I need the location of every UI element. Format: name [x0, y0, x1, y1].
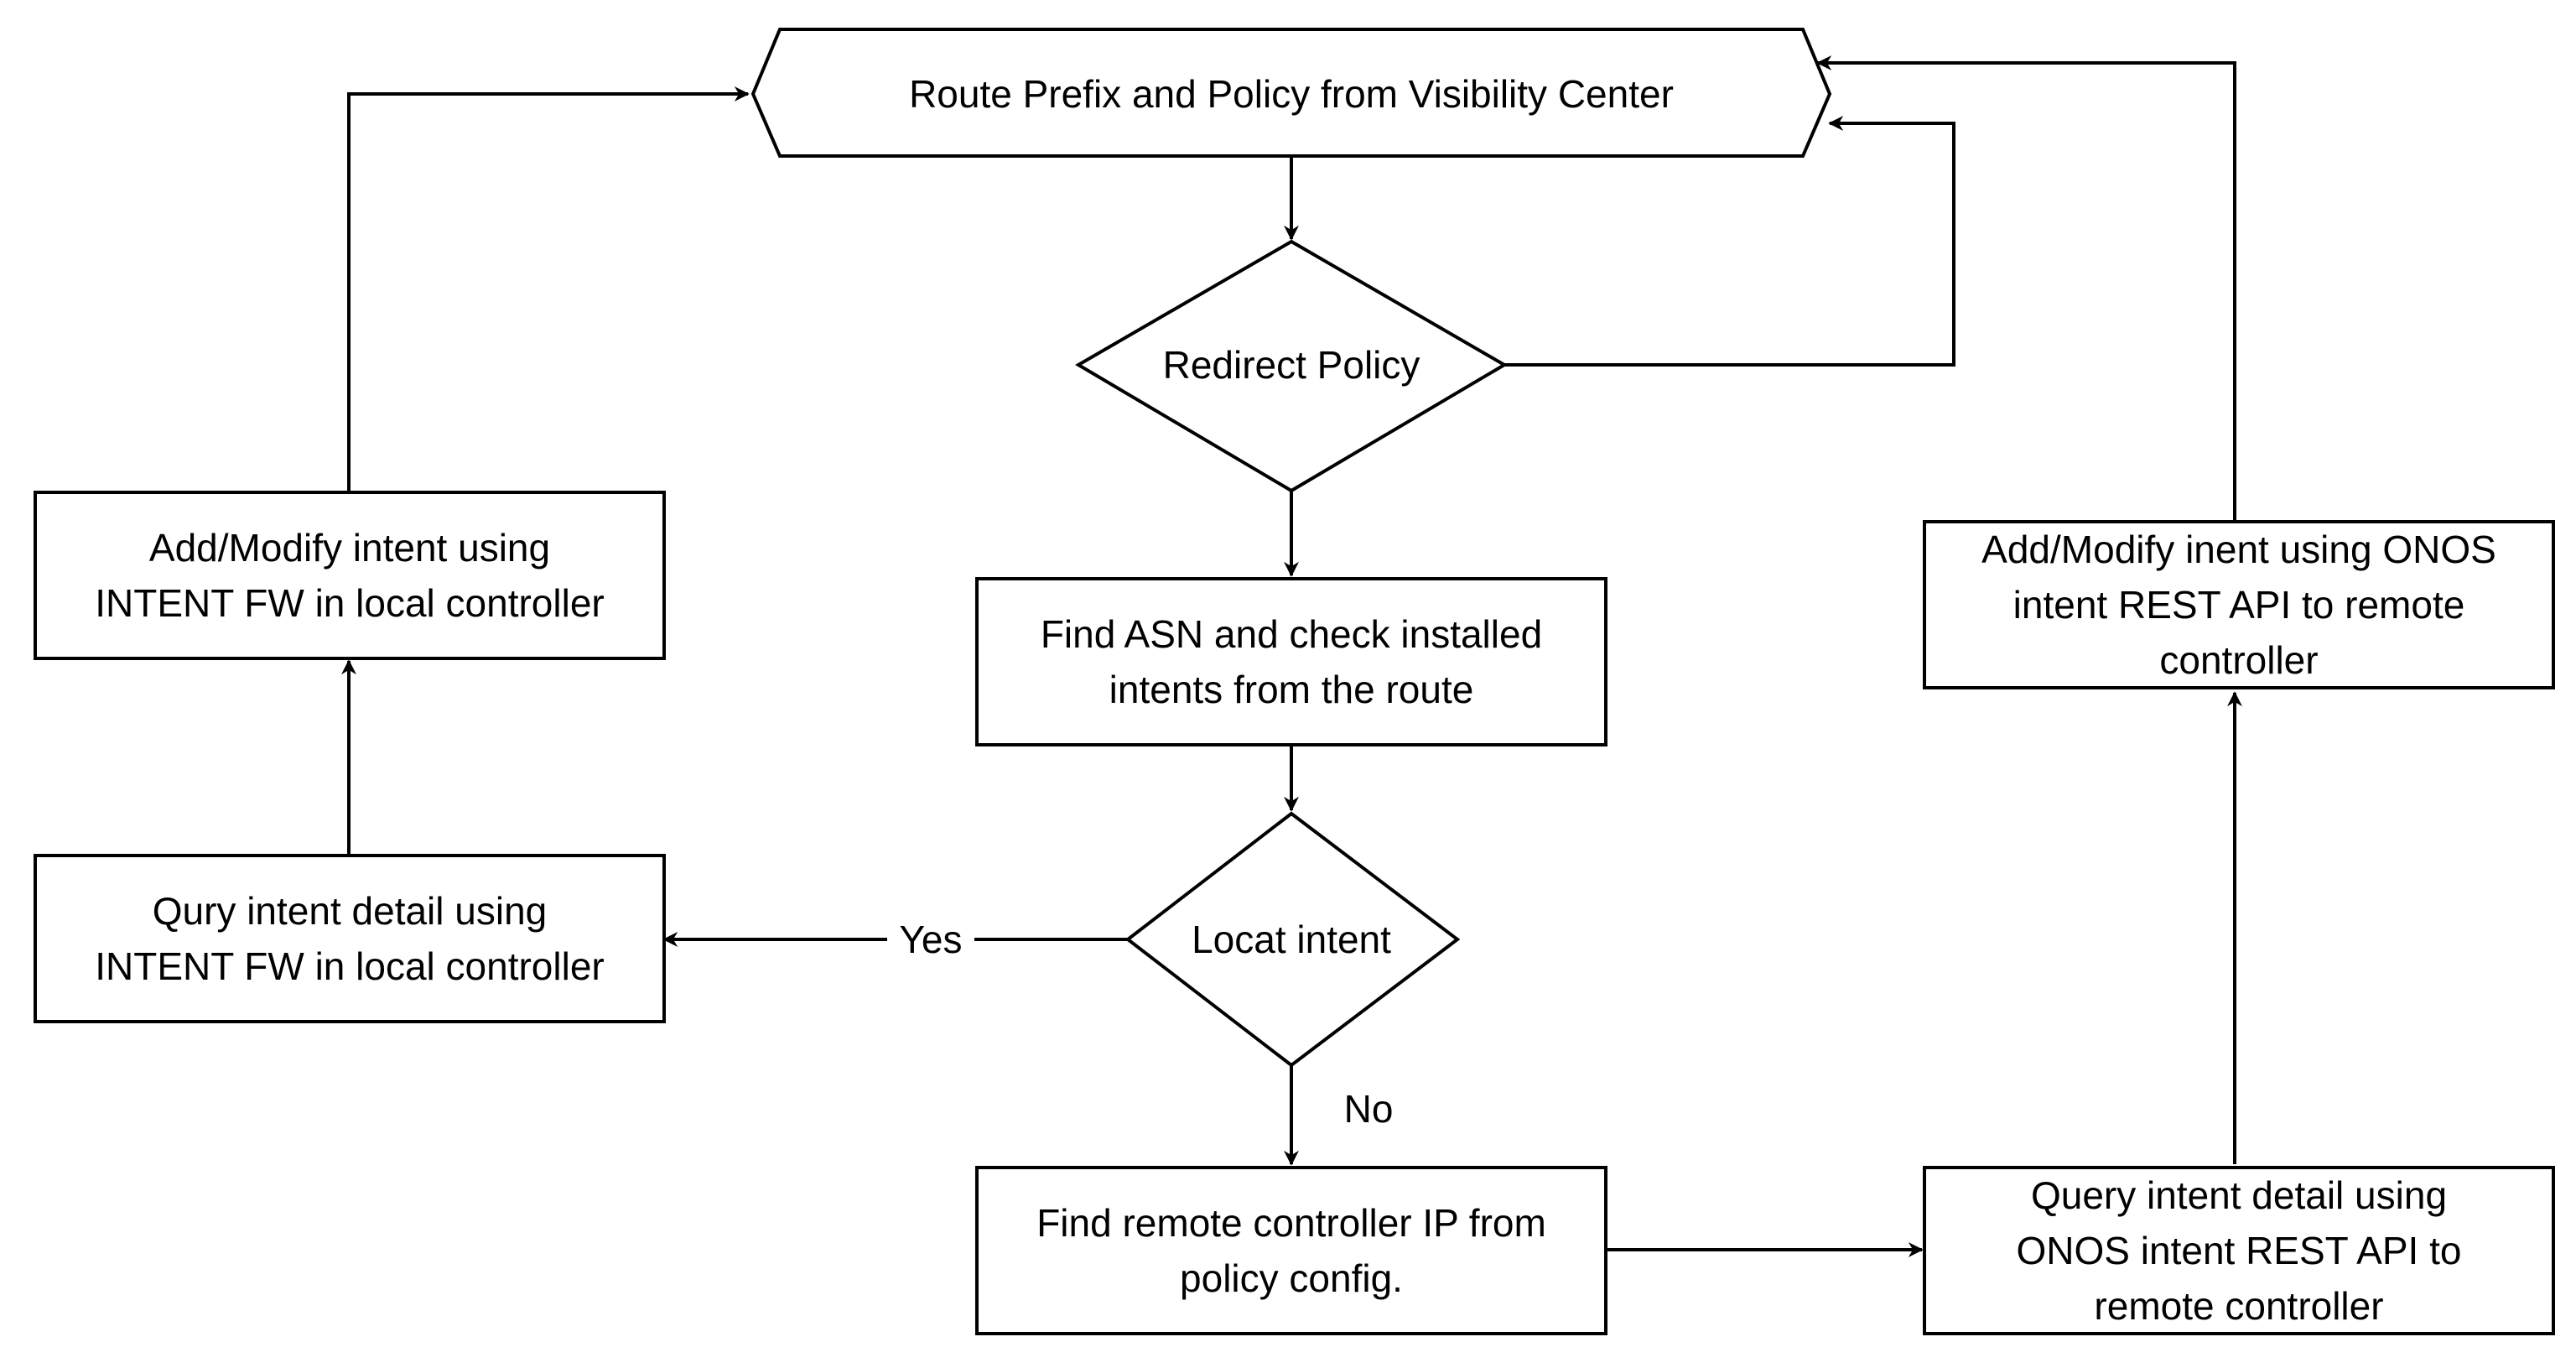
- find-remote-ip-line: policy config.: [1180, 1256, 1403, 1300]
- find-remote-ip-box: [975, 1166, 1607, 1335]
- locat-intent-diamond: [1124, 811, 1461, 1068]
- edge-modify-local-to-route: [347, 86, 750, 491]
- edge-redirect-loop-to-route: [1504, 116, 1955, 367]
- query-remote-box: [1923, 1166, 2555, 1335]
- find-asn-line: intents from the route: [1109, 668, 1474, 711]
- redirect-policy-line: Redirect Policy: [1163, 343, 1420, 387]
- redirect-policy-label: Redirect Policy: [1163, 343, 1420, 387]
- node-find-remote-ip: Find remote controller IP from policy con…: [975, 1166, 1607, 1335]
- find-asn-box: [975, 577, 1607, 746]
- modify-local-box: [34, 491, 666, 660]
- node-redirect-policy: Redirect Policy: [1075, 239, 1508, 493]
- redirect-policy-diamond: [1075, 239, 1508, 493]
- query-remote-line: remote controller: [2094, 1284, 2383, 1328]
- modify-remote-box: [1923, 520, 2555, 689]
- route-prefix-shape: [750, 28, 1832, 158]
- modify-local-line: INTENT FW in local controller: [95, 581, 605, 625]
- edge-labels: Yes No: [887, 914, 1393, 1131]
- query-remote-line: ONOS intent REST API to: [2017, 1229, 2462, 1272]
- find-asn-label: Find ASN and check installed intents from…: [1041, 612, 1542, 711]
- locat-intent-label: Locat intent: [1192, 918, 1391, 961]
- query-local-line: INTENT FW in local controller: [95, 944, 605, 988]
- locat-intent-line: Locat intent: [1192, 918, 1391, 961]
- find-remote-ip-line: Find remote controller IP from: [1036, 1201, 1546, 1245]
- query-local-line: Qury intent detail using: [153, 889, 548, 933]
- query-remote-line: Query intent detail using: [2031, 1173, 2447, 1217]
- modify-remote-label: Add/Modify inent using ONOS intent REST A…: [1981, 528, 2496, 682]
- node-modify-remote: Add/Modify inent using ONOS intent REST A…: [1923, 520, 2555, 689]
- yes-label: Yes: [899, 918, 962, 961]
- yes-label-bg: [887, 914, 974, 965]
- node-locat-intent: Locat intent: [1124, 811, 1461, 1068]
- modify-remote-line: Add/Modify inent using ONOS: [1981, 528, 2496, 571]
- node-find-asn: Find ASN and check installed intents from…: [975, 577, 1607, 746]
- query-local-box: [34, 854, 666, 1023]
- find-remote-ip-label: Find remote controller IP from policy con…: [1036, 1201, 1546, 1300]
- route-prefix-line: Route Prefix and Policy from Visibility …: [909, 72, 1674, 116]
- route-prefix-label: Route Prefix and Policy from Visibility …: [909, 72, 1674, 116]
- node-route-prefix: Route Prefix and Policy from Visibility …: [750, 28, 1832, 158]
- edge-modify-remote-to-route: [1816, 55, 2236, 520]
- no-label: No: [1344, 1087, 1394, 1131]
- modify-remote-line: controller: [2159, 638, 2318, 682]
- modify-local-line: Add/Modify intent using: [149, 526, 550, 570]
- find-asn-line: Find ASN and check installed: [1041, 612, 1542, 656]
- modify-remote-line: intent REST API to remote: [2013, 583, 2465, 627]
